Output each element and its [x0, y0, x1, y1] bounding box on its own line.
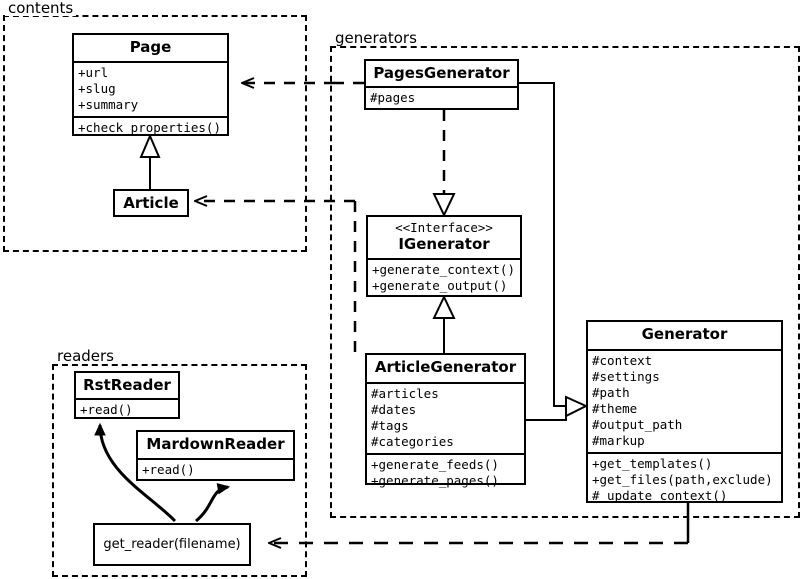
class-generator-title: Generator — [588, 322, 781, 351]
attribute: +slug — [78, 81, 116, 96]
function-get-reader-label: get_reader(filename) — [103, 537, 241, 552]
class-generator-operations: +get_templates() +get_files(path,exclude… — [588, 454, 781, 507]
class-page-attributes: +url +slug +summary — [74, 63, 227, 118]
class-article[interactable]: Article — [113, 189, 189, 217]
operation: +read() — [80, 402, 133, 417]
attribute: +summary — [78, 97, 139, 112]
class-mardown-reader-operations: +read() — [138, 460, 293, 481]
package-generators — [330, 46, 800, 518]
class-igenerator[interactable]: <<Interface>> IGenerator +generate_conte… — [366, 215, 522, 297]
function-get-reader[interactable]: get_reader(filename) — [93, 523, 251, 566]
operation: #_update_context() — [592, 488, 728, 503]
class-page[interactable]: Page +url +slug +summary +check_properti… — [72, 33, 229, 136]
attribute: #context — [592, 353, 653, 368]
class-article-generator[interactable]: ArticleGenerator #articles #dates #tags … — [365, 353, 526, 488]
class-generator-attributes: #context #settings #path #theme #output_… — [588, 351, 781, 454]
attribute: #categories — [371, 434, 454, 449]
class-article-generator-attributes: #articles #dates #tags #categories — [367, 384, 524, 455]
package-contents-label: contents — [5, 0, 77, 16]
operation: +get_files(path,exclude) — [592, 472, 773, 487]
class-rst-reader-title: RstReader — [76, 373, 178, 400]
class-mardown-reader[interactable]: MardownReader +read() — [136, 430, 295, 481]
attribute: #tags — [371, 418, 409, 433]
class-igenerator-title: IGenerator — [398, 235, 490, 253]
package-generators-label: generators — [332, 30, 420, 46]
class-page-operations: +check_properties() — [74, 118, 227, 139]
class-igenerator-header: <<Interface>> IGenerator — [368, 217, 520, 260]
class-igenerator-operations: +generate_context() +generate_output() — [368, 260, 520, 297]
class-pages-generator-attributes: #pages — [366, 88, 517, 109]
operation: +check_properties() — [78, 120, 221, 135]
class-igenerator-stereotype: <<Interface>> — [395, 220, 493, 235]
class-rst-reader-operations: +read() — [76, 400, 178, 421]
attribute: #theme — [592, 401, 638, 416]
package-readers-label: readers — [54, 348, 117, 364]
attribute: #path — [592, 385, 630, 400]
attribute: #output_path — [592, 417, 683, 432]
operation: +generate_pages() — [371, 473, 499, 488]
operation: +get_templates() — [592, 456, 713, 471]
class-pages-generator[interactable]: PagesGenerator #pages — [364, 59, 519, 110]
class-article-generator-title: ArticleGenerator — [367, 355, 524, 384]
attribute: #pages — [370, 90, 416, 105]
package-readers — [52, 364, 307, 577]
package-contents — [3, 15, 307, 252]
operation: +generate_feeds() — [371, 457, 499, 472]
attribute: #settings — [592, 369, 660, 384]
class-article-generator-operations: +generate_feeds() +generate_pages() — [367, 455, 524, 492]
operation: +generate_output() — [372, 278, 508, 293]
class-rst-reader[interactable]: RstReader +read() — [74, 371, 180, 419]
class-pages-generator-title: PagesGenerator — [366, 61, 517, 88]
attribute: #markup — [592, 433, 645, 448]
operation: +generate_context() — [372, 262, 515, 277]
attribute: +url — [78, 65, 109, 80]
class-page-title: Page — [74, 35, 227, 63]
class-article-title: Article — [123, 194, 179, 212]
class-mardown-reader-title: MardownReader — [138, 432, 293, 460]
attribute: #articles — [371, 386, 439, 401]
class-generator[interactable]: Generator #context #settings #path #them… — [586, 320, 783, 503]
attribute: #dates — [371, 402, 417, 417]
operation: +read() — [142, 462, 195, 477]
